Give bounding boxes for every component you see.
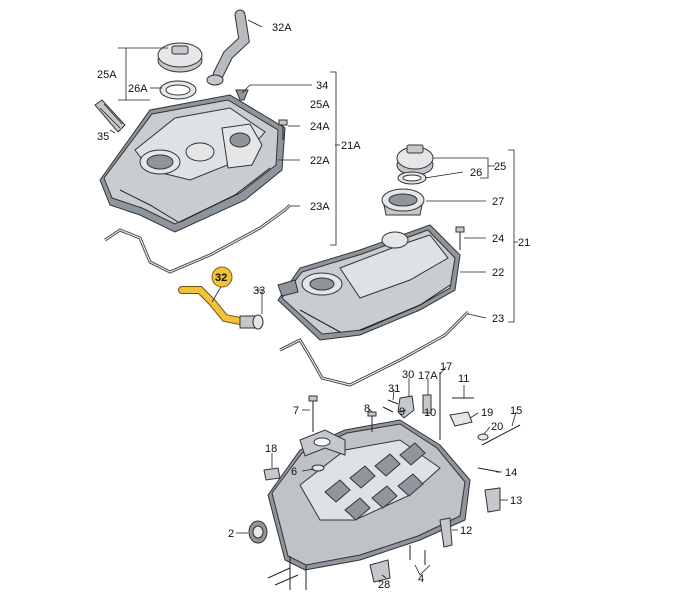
bolt-24A [278,119,288,140]
label-19: 19 [481,407,493,419]
highlight-badge-32 [211,266,233,288]
bolt-4 [409,545,426,565]
label-30: 30 [402,369,414,381]
label-4: 4 [418,573,424,585]
label-24: 24 [492,233,504,245]
label-25A-left: 25A [97,69,117,81]
oil-filler-cap-25 [396,144,434,176]
label-13: 13 [510,495,522,507]
label-25A-right: 25A [310,99,330,111]
label-23: 23 [492,313,504,325]
studs-lower-left [267,567,299,586]
label-23A: 23A [310,201,330,213]
label-18: 18 [265,443,277,455]
label-21A: 21A [341,140,361,152]
gasket-23A [104,203,292,274]
label-28: 28 [378,579,390,591]
label-14: 14 [505,467,517,479]
filler-neck-27 [381,188,425,216]
label-22: 22 [492,267,504,279]
bracket-13 [484,487,501,513]
label-24A: 24A [310,121,330,133]
sleeve-35 [94,99,126,133]
label-35: 35 [97,131,109,143]
label-17: 17 [440,361,452,373]
bolt-24 [455,226,465,250]
breather-hose-32 [178,286,256,329]
label-12: 12 [460,525,472,537]
label-9: 9 [399,406,405,418]
sensor-12 [439,517,453,548]
label-10: 10 [424,407,436,419]
label-34: 34 [316,80,328,92]
hose-32A [206,9,250,86]
label-22A: 22A [310,155,330,167]
label-8: 8 [364,403,370,415]
ring-20 [477,433,489,441]
bolt-14 [477,467,501,473]
sensor-30 [397,395,415,419]
label-26: 26 [470,167,482,179]
gasket-23 [279,310,470,387]
label-20: 20 [491,421,503,433]
callout-labels: 32A 25A 26A 34 25A 24A 21A 22A 35 23A 25… [97,22,530,591]
label-27: 27 [492,196,504,208]
bolt-31 [387,399,399,405]
gasket-19 [449,411,473,427]
seal-ring-26 [397,171,427,185]
bracket-28 [369,559,391,583]
oil-seal-2 [248,520,268,544]
label-17A: 17A [418,370,438,382]
label-11: 11 [458,373,469,385]
label-32: 32 [215,272,227,284]
label-6: 6 [291,466,297,478]
label-26A: 26A [128,83,148,95]
label-21: 21 [518,237,530,249]
bearing-cap-6 [299,429,346,457]
label-25: 25 [494,161,506,173]
bush-18 [263,467,281,481]
bolt-7 [308,395,318,432]
bolt-9 [382,406,394,413]
pin-17A [422,394,432,414]
label-31: 31 [388,383,400,395]
label-2: 2 [228,528,234,540]
oil-filler-cap-25A [157,42,203,73]
leader-lines [109,19,518,579]
stud-15 [481,424,521,446]
label-7: 7 [293,405,299,417]
camshaft-bearing-saddles [324,442,426,521]
clamp-33 [252,314,264,330]
label-15: 15 [510,405,522,417]
seal-ring-26A [159,80,197,100]
valve-cover-21A [99,94,286,233]
label-33: 33 [253,285,265,297]
valve-cover-21 [277,224,461,341]
valve-34 [235,89,249,101]
cylinder-head [267,419,471,590]
label-32A: 32A [272,22,292,34]
washer-6 [311,464,325,472]
